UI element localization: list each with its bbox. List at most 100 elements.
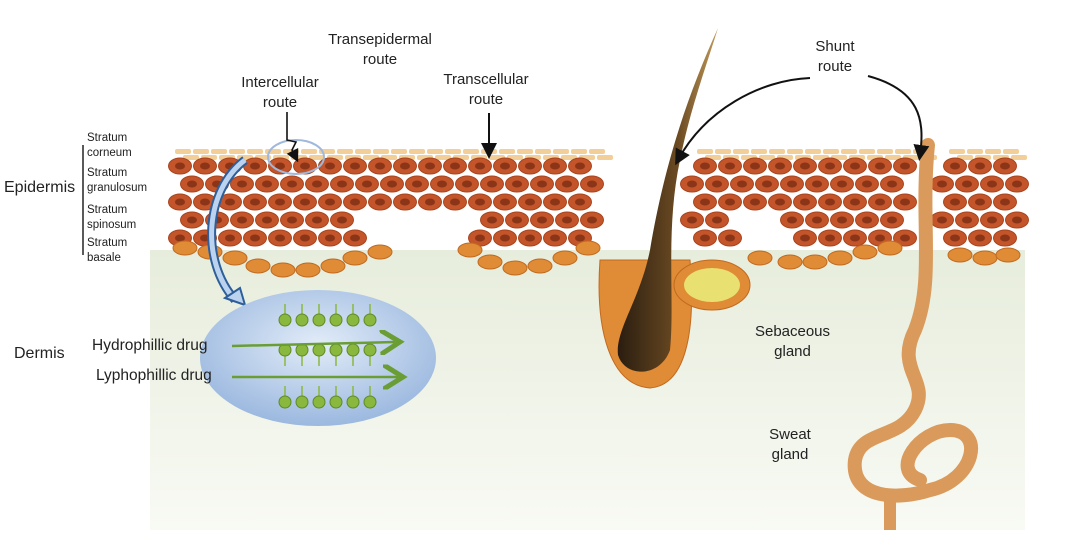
- corneum-cell: [697, 149, 713, 154]
- corneum-cell: [283, 149, 299, 154]
- nucleus: [275, 234, 285, 242]
- corneum-cell: [463, 149, 479, 154]
- nucleus: [950, 162, 960, 170]
- nucleus: [375, 198, 385, 206]
- corneum-cell: [895, 149, 911, 154]
- nucleus: [862, 180, 872, 188]
- nucleus: [962, 216, 972, 224]
- corneum-cell: [211, 149, 227, 154]
- nucleus: [812, 180, 822, 188]
- shunt-arrow-sweat: [867, 75, 930, 161]
- nucleus: [737, 180, 747, 188]
- sebaceous-gland: [673, 259, 751, 311]
- corneum-cell: [373, 149, 389, 154]
- nucleus: [862, 216, 872, 224]
- nucleus: [200, 198, 210, 206]
- corneum-cell: [435, 155, 451, 160]
- corneum-cell: [561, 155, 577, 160]
- hair-shaft: [617, 28, 718, 372]
- nucleus: [950, 234, 960, 242]
- nucleus: [850, 162, 860, 170]
- corneum-cell: [175, 149, 191, 154]
- nucleus: [312, 180, 322, 188]
- lipid-head: [363, 313, 377, 327]
- basal-cell: [995, 247, 1021, 263]
- nucleus: [950, 198, 960, 206]
- nucleus: [850, 198, 860, 206]
- nucleus: [1000, 198, 1010, 206]
- nucleus: [887, 216, 897, 224]
- basal-cell: [222, 250, 248, 266]
- nucleus: [800, 234, 810, 242]
- nucleus: [937, 180, 947, 188]
- corneum-cell: [1003, 149, 1019, 154]
- nucleus: [325, 162, 335, 170]
- nucleus: [575, 234, 585, 242]
- nucleus: [425, 198, 435, 206]
- nucleus: [525, 162, 535, 170]
- basal-cell: [972, 250, 998, 266]
- nucleus: [437, 180, 447, 188]
- corneum-cell: [859, 149, 875, 154]
- nucleus: [487, 216, 497, 224]
- nucleus: [337, 180, 347, 188]
- lipid-head: [295, 343, 309, 357]
- nucleus: [575, 162, 585, 170]
- corneum-cell: [967, 149, 983, 154]
- nucleus: [875, 234, 885, 242]
- corneum-cell: [355, 149, 371, 154]
- basal-cell: [502, 260, 528, 276]
- nucleus: [462, 180, 472, 188]
- lipid-head: [363, 343, 377, 357]
- nucleus: [812, 216, 822, 224]
- corneum-cell: [877, 149, 893, 154]
- nucleus: [350, 198, 360, 206]
- nucleus: [287, 180, 297, 188]
- lipid-head: [329, 343, 343, 357]
- nucleus: [237, 180, 247, 188]
- nucleus: [325, 234, 335, 242]
- nucleus: [300, 234, 310, 242]
- lipid-head: [346, 313, 360, 327]
- nucleus: [975, 198, 985, 206]
- nucleus: [550, 198, 560, 206]
- nucleus: [487, 180, 497, 188]
- nucleus: [725, 198, 735, 206]
- nucleus: [500, 162, 510, 170]
- corneum-cell: [309, 155, 325, 160]
- nucleus: [700, 162, 710, 170]
- lipid-head: [312, 395, 326, 409]
- nucleus: [225, 198, 235, 206]
- basal-cell: [270, 262, 296, 278]
- nucleus: [687, 180, 697, 188]
- nucleus: [475, 162, 485, 170]
- nucleus: [800, 198, 810, 206]
- shunt-arrow-hair: [675, 77, 811, 166]
- corneum-cell: [1011, 155, 1027, 160]
- nucleus: [562, 180, 572, 188]
- epidermis-label: Epidermis: [4, 179, 76, 196]
- nucleus: [725, 234, 735, 242]
- nucleus: [712, 216, 722, 224]
- nucleus: [987, 216, 997, 224]
- lipid-head: [312, 343, 326, 357]
- corneum-cell: [589, 149, 605, 154]
- nucleus: [312, 216, 322, 224]
- basal-cell: [802, 254, 828, 270]
- corneum-cell: [193, 149, 209, 154]
- nucleus: [275, 162, 285, 170]
- nucleus: [225, 234, 235, 242]
- basal-cell: [575, 240, 601, 256]
- corneum-cell: [823, 149, 839, 154]
- lipid-head: [278, 395, 292, 409]
- lipid-heads: [278, 304, 377, 409]
- nucleus: [700, 234, 710, 242]
- nucleus: [800, 162, 810, 170]
- basal-cell: [367, 244, 393, 260]
- nucleus: [250, 162, 260, 170]
